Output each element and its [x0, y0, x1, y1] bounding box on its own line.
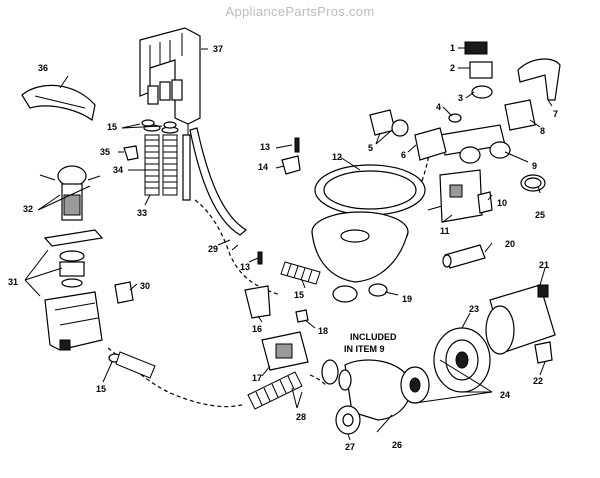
callout-18: 18 — [318, 326, 328, 336]
callout-2: 2 — [450, 63, 455, 73]
callout-13b: 13 — [240, 262, 250, 272]
part-27-seal — [335, 405, 361, 435]
part-26-pump — [321, 359, 412, 421]
callout-13a: 13 — [260, 142, 270, 152]
callout-35: 35 — [100, 147, 110, 157]
callout-6: 6 — [401, 150, 406, 160]
part-31-seals — [43, 229, 104, 288]
callout-36: 36 — [38, 63, 48, 73]
callout-11: 11 — [440, 226, 450, 236]
callout-15c: 15 — [96, 384, 106, 394]
part-22-clip — [534, 341, 553, 364]
watermark: AppliancePartsPros.com — [225, 4, 375, 19]
callout-labels: 1 2 3 4 5 6 7 8 9 10 11 12 13 13 14 15 1… — [8, 43, 558, 452]
callout-31: 31 — [8, 277, 18, 287]
callout-3: 3 — [458, 93, 463, 103]
callout-4: 4 — [436, 102, 441, 112]
part-35-clip — [123, 145, 139, 161]
part-36-cover — [21, 84, 96, 122]
part-19-sump — [311, 211, 409, 303]
center-ribbed-tube — [280, 261, 321, 285]
hose-run-left — [194, 199, 281, 296]
included-note: INCLUDED IN ITEM 9 — [344, 332, 397, 354]
part-29-hose — [189, 127, 248, 236]
callout-34: 34 — [113, 165, 123, 175]
included-note-line2: IN ITEM 9 — [344, 344, 385, 354]
callout-21: 21 — [539, 260, 549, 270]
callout-37: 37 — [213, 44, 223, 54]
part-14-clip — [281, 155, 301, 175]
part-32-valve-assembly — [39, 165, 101, 221]
callout-33: 33 — [137, 208, 147, 218]
callout-1: 1 — [450, 43, 455, 53]
part-25-clamp — [520, 174, 546, 192]
part-7-cover — [517, 58, 561, 101]
callout-15b: 15 — [294, 290, 304, 300]
part-lower-left-housing — [44, 291, 103, 351]
callout-22: 22 — [533, 376, 543, 386]
callout-7: 7 — [553, 109, 558, 119]
part-6-connector — [414, 127, 447, 161]
part-21-motor — [485, 284, 556, 355]
callout-8: 8 — [540, 126, 545, 136]
callout-28: 28 — [296, 412, 306, 422]
callout-5: 5 — [368, 143, 373, 153]
part-24-impeller — [400, 366, 430, 404]
part-9-diverter — [439, 124, 511, 164]
part-15-rings — [108, 119, 313, 363]
leader-lines — [24, 47, 553, 441]
part-1-2-3-stack — [464, 41, 493, 99]
part-12-ring-gasket — [314, 164, 426, 216]
callout-29: 29 — [208, 244, 218, 254]
callout-15a: 15 — [107, 122, 117, 132]
part-16-bracket — [244, 285, 271, 319]
callout-24: 24 — [500, 390, 510, 400]
callout-16: 16 — [252, 324, 262, 334]
callout-25: 25 — [535, 210, 545, 220]
callout-23: 23 — [469, 304, 479, 314]
callout-20: 20 — [505, 239, 515, 249]
included-note-line1: INCLUDED — [350, 332, 397, 342]
callout-27: 27 — [345, 442, 355, 452]
part-5-fitting — [369, 109, 409, 137]
callout-26: 26 — [392, 440, 402, 450]
callout-14: 14 — [258, 162, 268, 172]
part-18-clip — [295, 309, 309, 323]
part-23-pump-cover — [433, 327, 491, 393]
callout-32: 32 — [23, 204, 33, 214]
part-8-bracket — [504, 99, 536, 131]
part-11-housing — [427, 169, 483, 223]
callout-10: 10 — [497, 198, 507, 208]
part-10-bracket — [477, 191, 493, 214]
hose-run-mid — [309, 374, 327, 386]
part-30-sensor — [114, 281, 134, 304]
callout-9: 9 — [532, 161, 537, 171]
part-17-valve — [261, 331, 309, 371]
lower-left-ribbed-hose — [115, 351, 156, 379]
part-28-ribbed-hose — [247, 371, 303, 410]
callout-19: 19 — [402, 294, 412, 304]
callout-17: 17 — [252, 373, 262, 383]
part-33-34-ribbed-hoses — [143, 124, 191, 201]
callout-12: 12 — [332, 152, 342, 162]
part-20-cartridge — [442, 244, 486, 269]
callout-30: 30 — [140, 281, 150, 291]
part-37-bracket — [139, 27, 201, 135]
